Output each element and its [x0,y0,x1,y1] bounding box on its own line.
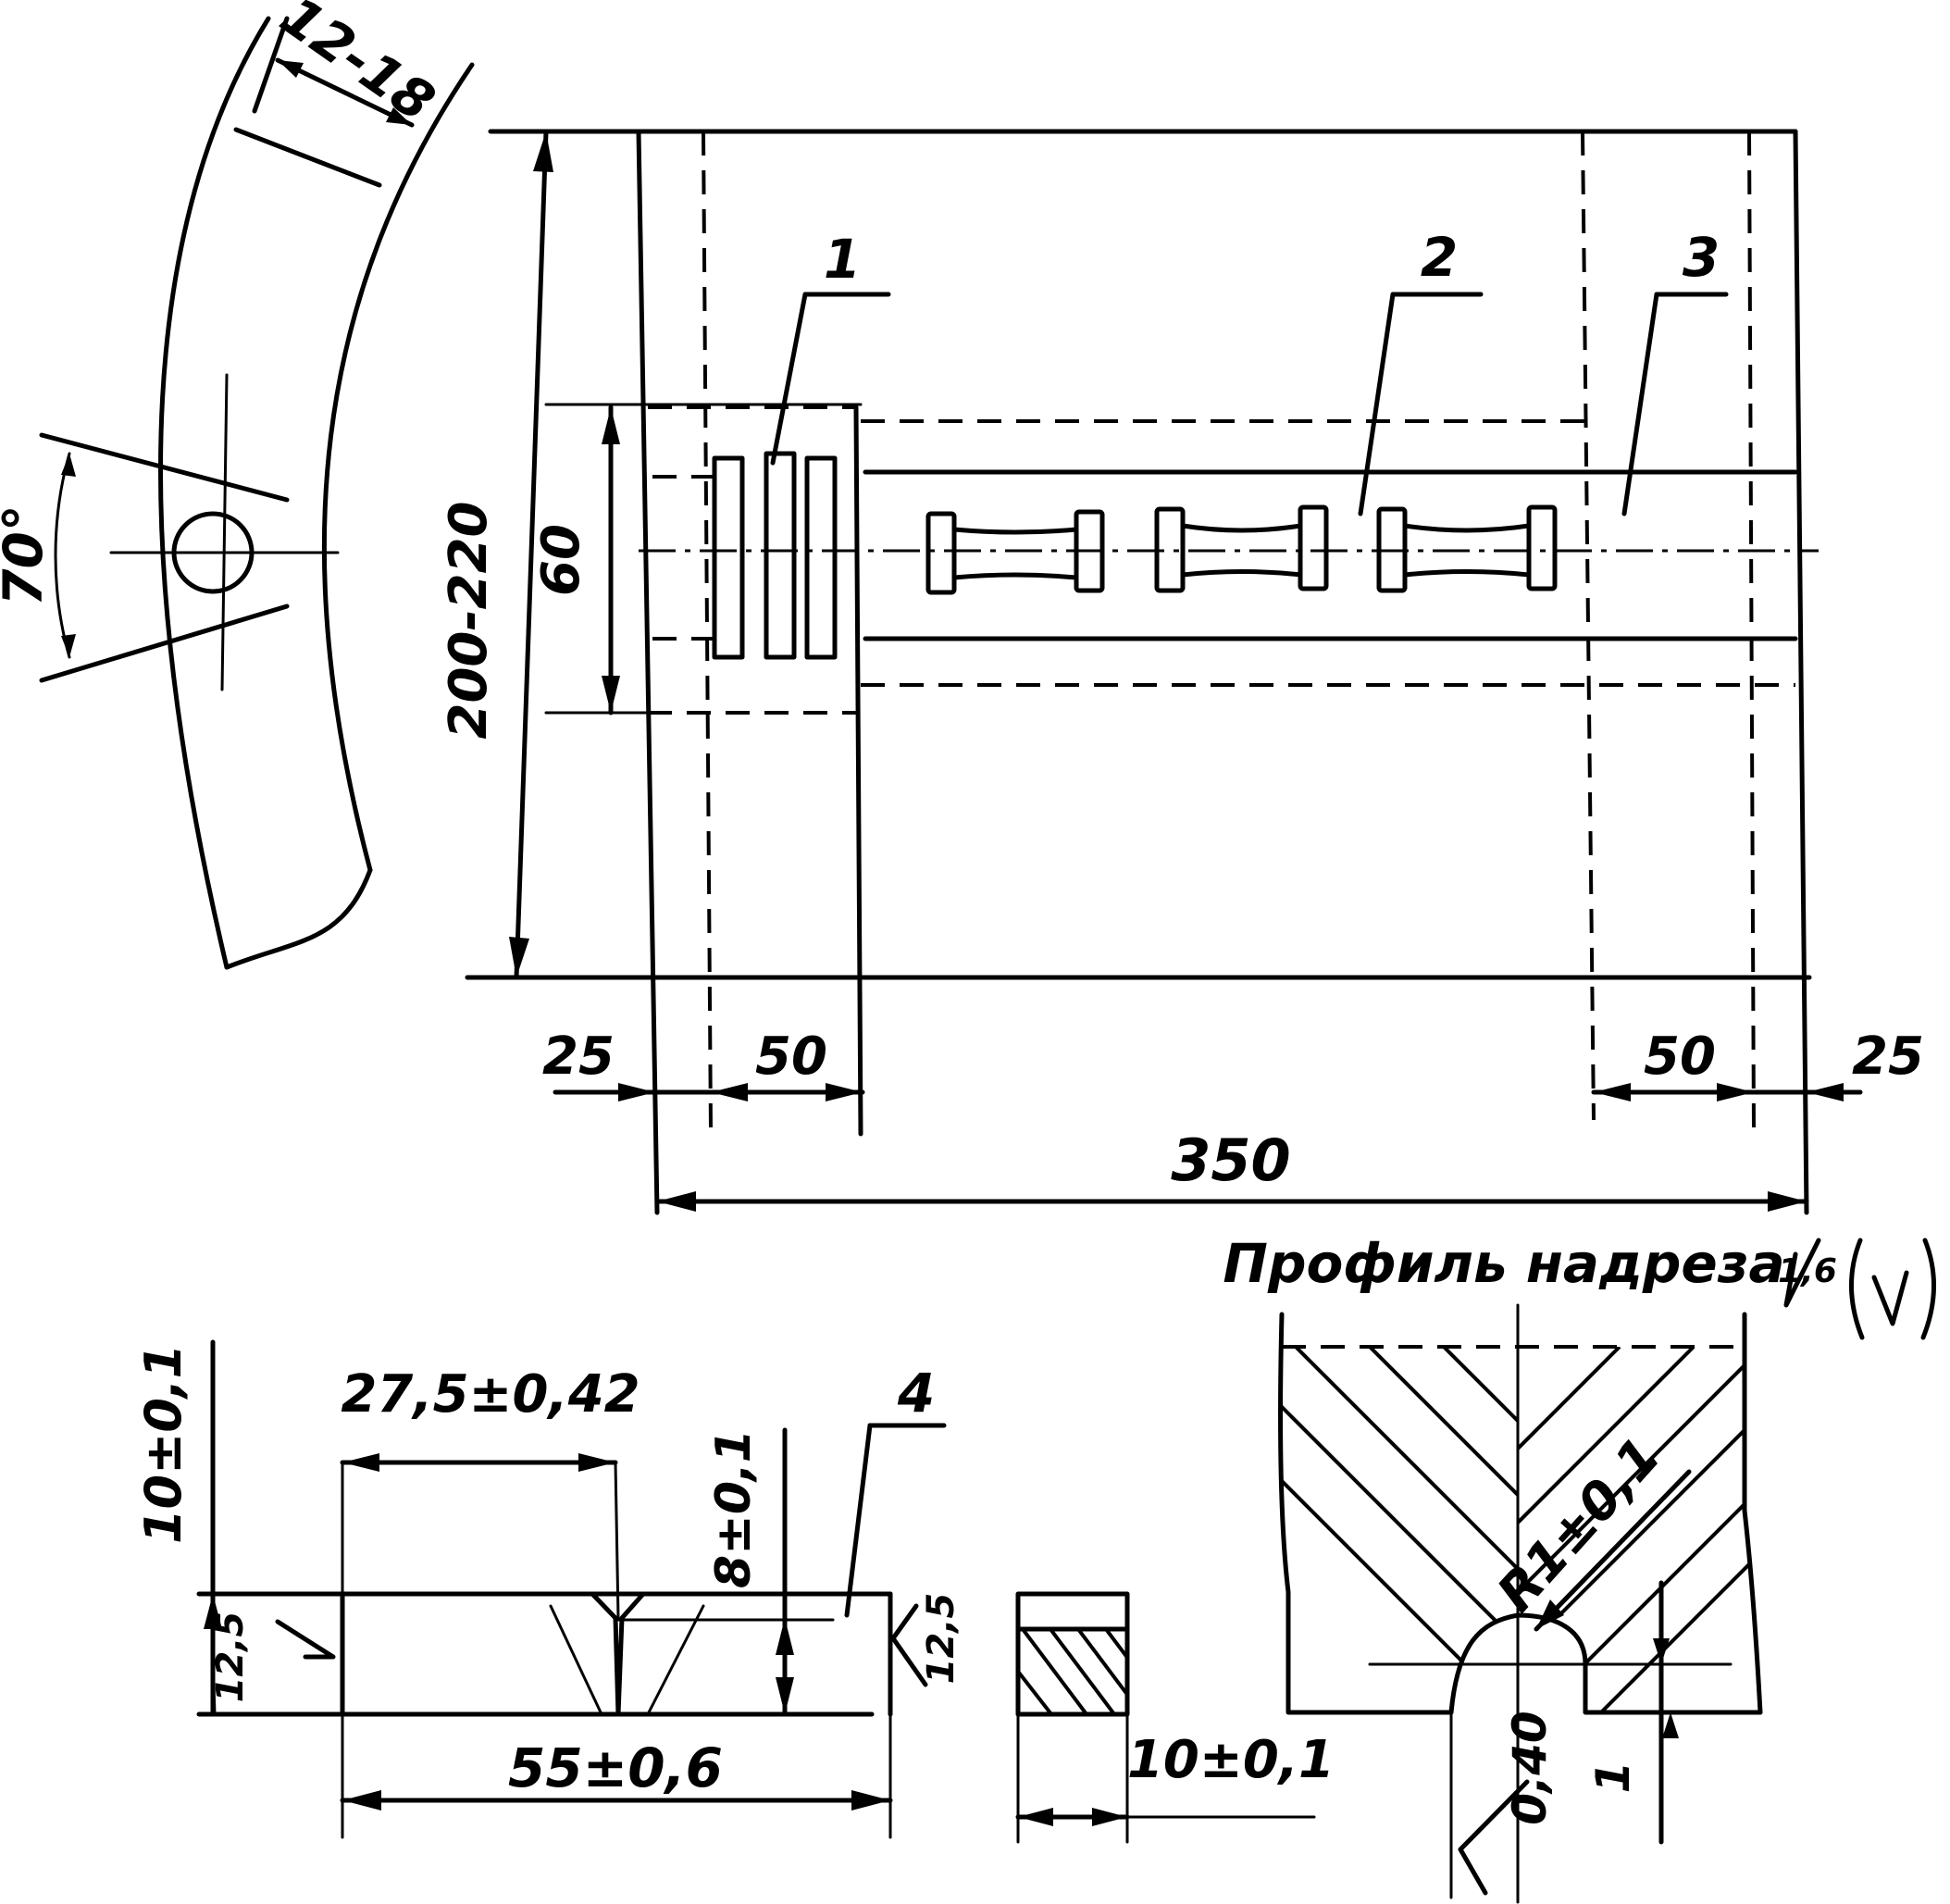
notch-profile-title: Профиль надреза [1223,1232,1784,1295]
margin-right-label: 25 [1852,1027,1924,1087]
notch-depth-label: 1 [1586,1761,1640,1794]
notch-position-label: 27,5±0,42 [341,1364,640,1425]
tensile-specimen-1 [925,509,1105,595]
zone-left-label: 50 [755,1027,827,1087]
tensile-specimen-3 [1376,504,1558,593]
zone-right-label: 50 [1644,1027,1716,1087]
length-label: 350 [1171,1126,1290,1194]
plan-view [465,129,1863,1215]
specimen-height-label: 10±0,1 [134,1344,193,1544]
specimen-side-view [196,1339,947,1839]
notch-profile-detail [1278,1238,1937,1904]
ligament-label: 8±0,1 [706,1429,762,1588]
specimen-cross-section [1015,1591,1316,1844]
height-label: 200-220 [439,501,499,739]
specimen-length-label: 55±0,6 [508,1736,723,1799]
margin-left-label: 25 [542,1027,615,1087]
callout-1-label: 1 [824,228,861,291]
roughness-right-label: 12,5 [920,1593,963,1685]
angle-label: 70° [0,504,55,606]
callout-3-label: 3 [1683,226,1720,289]
roughness-value-label: 1,6 [1778,1252,1837,1290]
roughness-left-label: 12,5 [209,1612,252,1703]
notched-specimens-group [712,451,838,660]
pipe-segment-view [39,16,475,970]
callout-2-label: 2 [1421,226,1458,289]
tensile-specimen-2 [1154,504,1329,593]
notch-angle-roughness-label: 0,40 [1503,1711,1557,1824]
strip-width-label: 60 [531,524,591,596]
callout-4-label: 4 [897,1362,935,1425]
specimen-thickness-label: 10±0,1 [1127,1730,1335,1790]
